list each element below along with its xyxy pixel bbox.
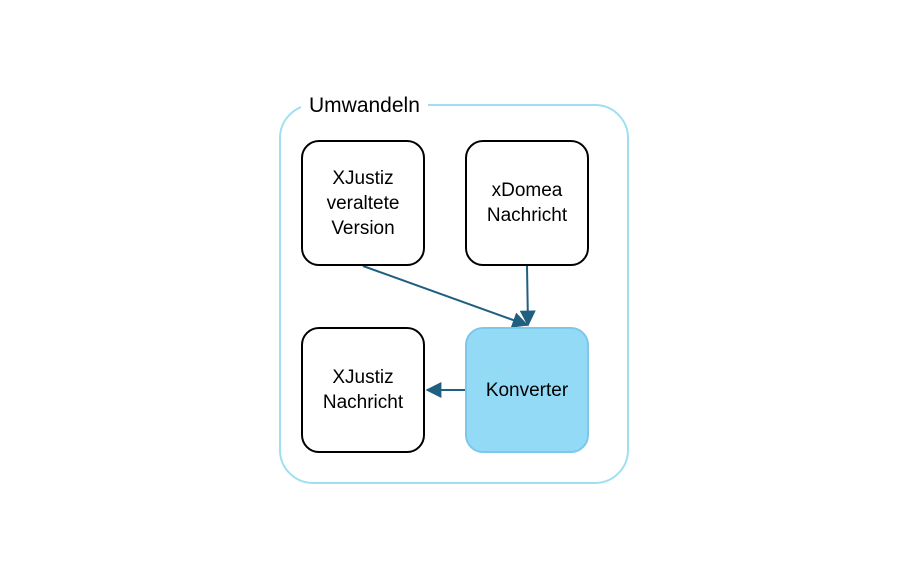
node-xjustiz-veraltete-version[interactable]: XJustiz veraltete Version	[301, 140, 425, 266]
group-title: Umwandeln	[301, 92, 428, 120]
node-xjustiz-nachricht[interactable]: XJustiz Nachricht	[301, 327, 425, 453]
node-konverter[interactable]: Konverter	[465, 327, 589, 453]
group-frame-umwandeln	[279, 104, 629, 484]
node-xdomea-nachricht[interactable]: xDomea Nachricht	[465, 140, 589, 266]
